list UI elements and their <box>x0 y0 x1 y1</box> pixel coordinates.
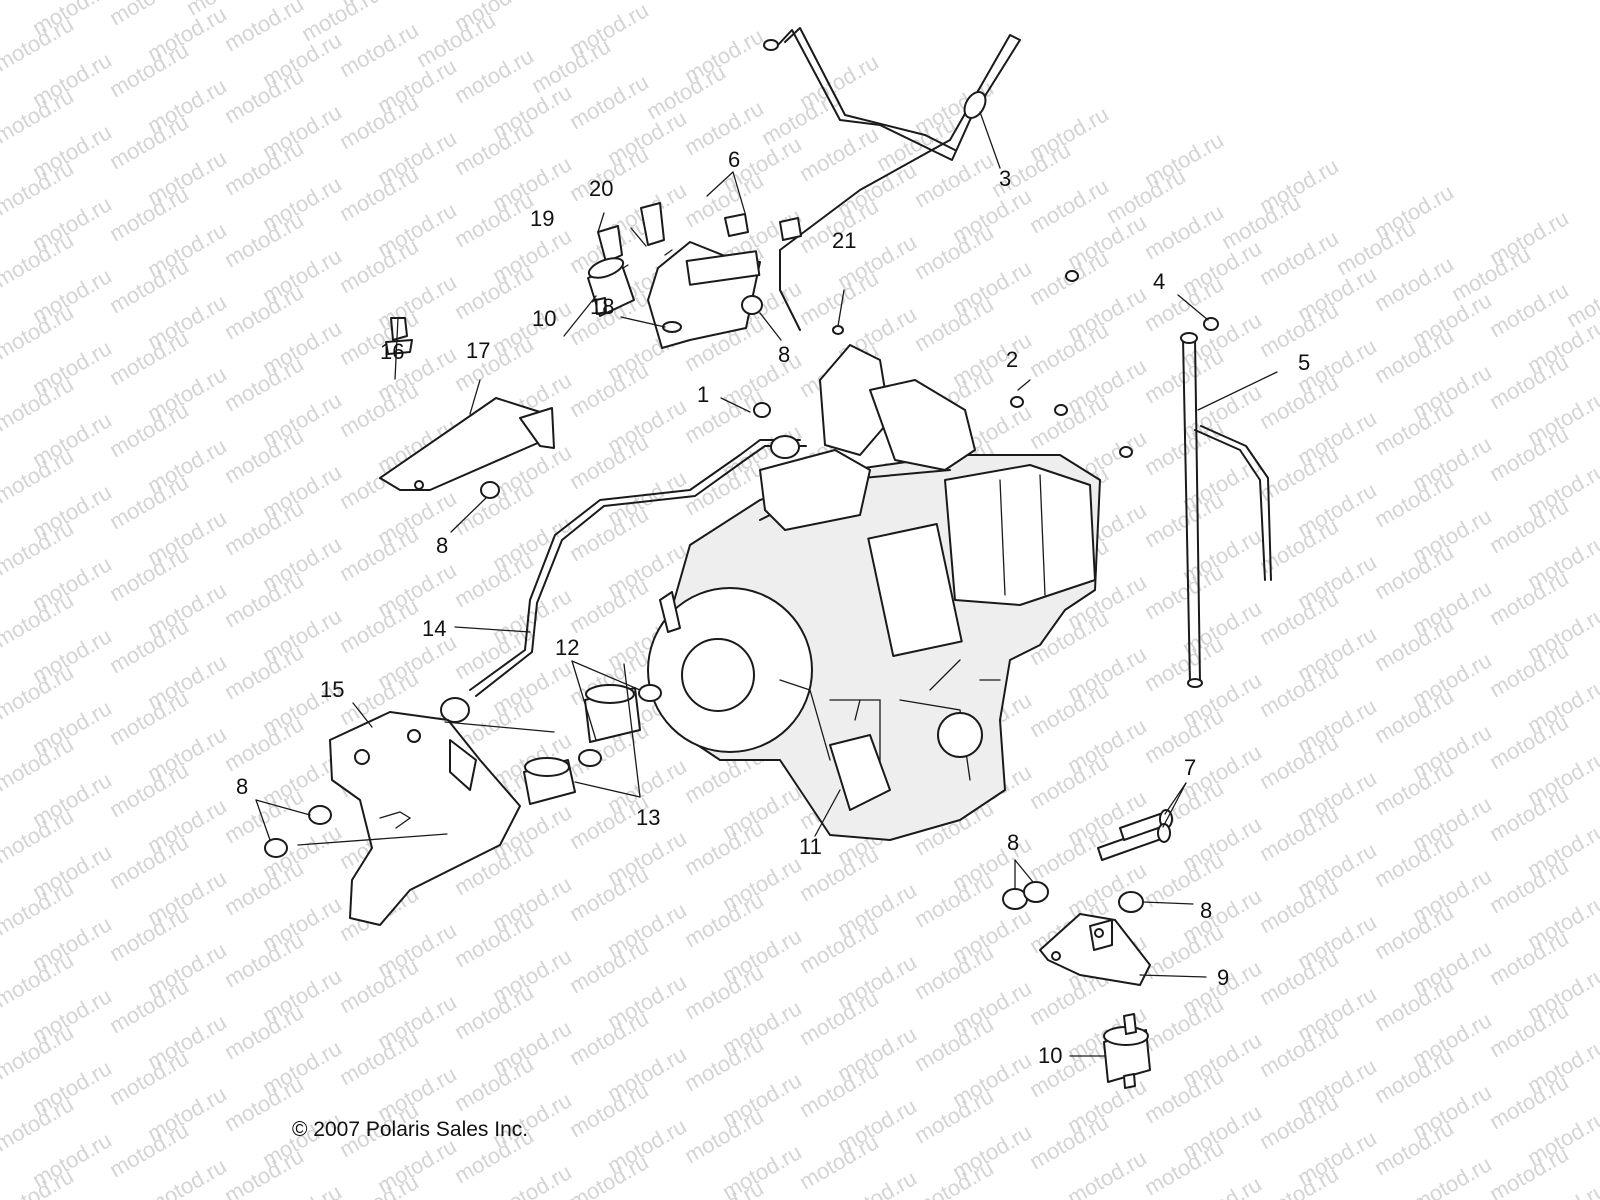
mount-bracket-right <box>1039 913 1151 986</box>
callout-20: 20 <box>589 176 613 201</box>
callout-8-upper-bracket: 8 <box>778 342 790 367</box>
callout-1: 1 <box>697 382 709 407</box>
callout-labels: 1 2 3 4 5 6 7 8 8 8 8 8 9 10 10 11 12 13… <box>236 147 1310 1068</box>
callout-21: 21 <box>832 228 856 253</box>
callout-8-right: 8 <box>1200 898 1212 923</box>
copyright-notice: © 2007 Polaris Sales Inc. <box>292 1118 529 1141</box>
long-bolts <box>1097 809 1173 861</box>
callout-14: 14 <box>422 616 446 641</box>
engine-assembly <box>647 344 1101 841</box>
throttle-cable <box>763 27 1021 331</box>
callout-9: 9 <box>1217 965 1229 990</box>
callout-19: 19 <box>530 206 554 231</box>
mount-washers <box>523 684 662 805</box>
nuts-right <box>1002 881 1144 913</box>
small-fasteners <box>832 270 1219 458</box>
lower-bracket <box>329 711 521 926</box>
upper-bracket <box>597 202 802 349</box>
vent-rod <box>1180 332 1272 688</box>
callout-2: 2 <box>1006 347 1018 372</box>
callout-10-bottom: 10 <box>1038 1043 1062 1068</box>
callout-5: 5 <box>1298 350 1310 375</box>
callout-17: 17 <box>466 338 490 363</box>
callout-15: 15 <box>320 677 344 702</box>
wire-harness <box>440 435 807 723</box>
callout-8-left: 8 <box>236 774 248 799</box>
nuts-left <box>264 295 771 858</box>
leader-lines <box>255 111 1278 1057</box>
callout-18: 18 <box>590 294 614 319</box>
callout-11: 11 <box>799 834 822 859</box>
flat-bracket <box>379 317 555 491</box>
callout-13: 13 <box>636 805 660 830</box>
callout-7: 7 <box>1184 755 1196 780</box>
engine-mount-bottom <box>1103 1013 1151 1089</box>
callout-3: 3 <box>999 166 1011 191</box>
engine-mount-top <box>587 257 635 317</box>
callout-12: 12 <box>555 635 579 660</box>
callout-10-top: 10 <box>532 306 556 331</box>
callout-16: 16 <box>380 339 404 364</box>
callout-6: 6 <box>728 147 740 172</box>
callout-8-flat-bracket: 8 <box>436 533 448 558</box>
callout-4: 4 <box>1153 269 1165 294</box>
callout-8-right-pair: 8 <box>1007 830 1019 855</box>
